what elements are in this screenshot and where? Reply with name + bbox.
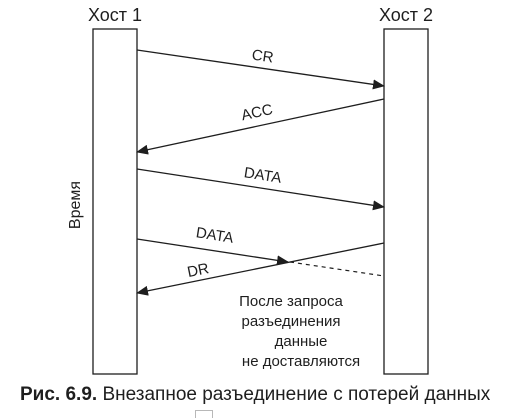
time-axis-label: Время [67, 181, 84, 229]
message-label-acc: ACC [240, 101, 275, 124]
figure-number: Рис. 6.9. [20, 384, 98, 405]
message-arrow-data-1 [136, 168, 385, 211]
message-lost-dashed [289, 261, 385, 277]
host-2-timeline [383, 28, 429, 375]
host-1-timeline [92, 28, 138, 375]
note-line-1: После запроса [239, 293, 343, 310]
message-arrow-cr [136, 49, 385, 90]
host-1-title: Хост 1 [88, 5, 142, 25]
message-label-dr: DR [186, 260, 211, 281]
message-label-data-2: DATA [195, 224, 235, 247]
figure-caption: Рис. 6.9. Внезапное разъединение с потер… [20, 383, 510, 407]
message-label-data-1: DATA [243, 164, 283, 187]
page-footer-fragment [195, 410, 213, 418]
note-line-2: разъединения [242, 313, 341, 330]
message-label-cr: CR [251, 47, 275, 67]
message-arrow-dr [136, 242, 385, 296]
message-arrow-acc [136, 98, 385, 155]
host-2-title: Хост 2 [379, 5, 433, 25]
message-arrow-data-2 [136, 238, 289, 266]
note-line-3: данные [275, 333, 328, 350]
note-line-4: не доставляются [242, 353, 360, 370]
figure-caption-text: Внезапное разъединение с потерей данных [97, 384, 491, 405]
